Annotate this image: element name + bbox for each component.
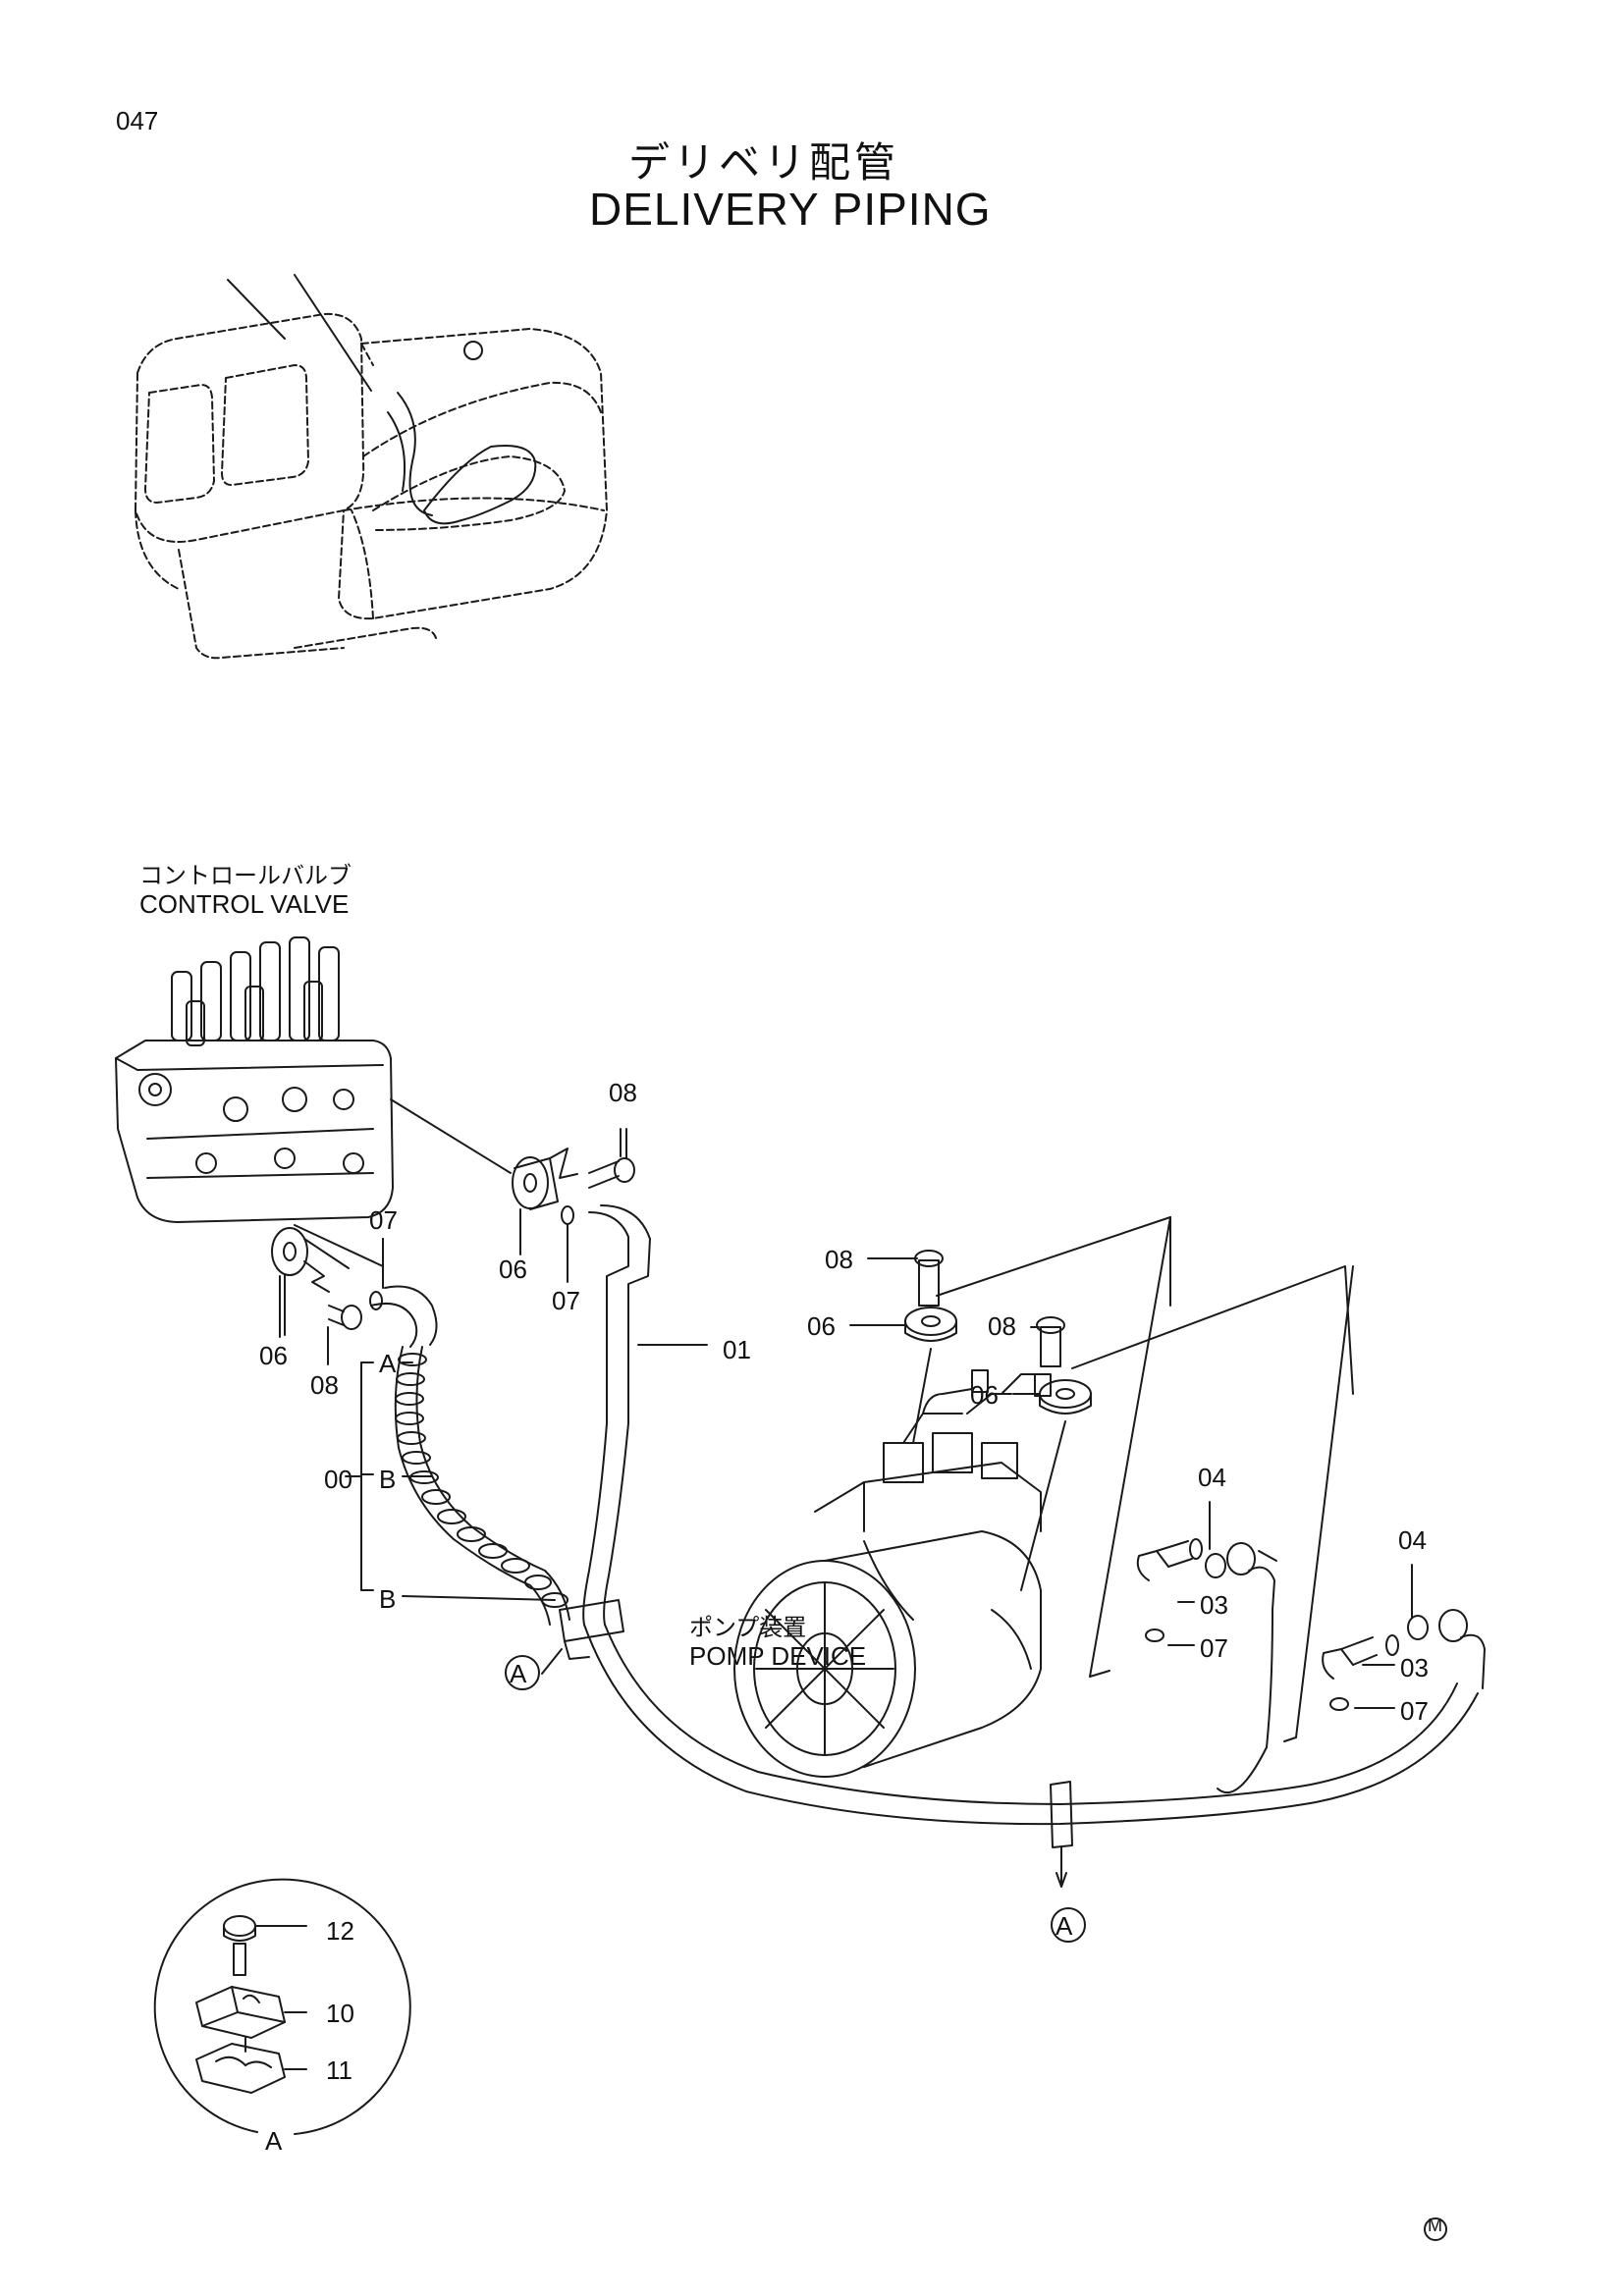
elbow-fitting-right-b [1322, 1564, 1486, 1711]
callout-08-top: 08 [609, 1078, 637, 1107]
callout-07-left: 07 [369, 1205, 398, 1235]
hose-bracket [345, 1362, 556, 1601]
valve-flange-upper [512, 1128, 635, 1225]
callout-06-pump-lower: 06 [970, 1380, 999, 1410]
callout-10: 10 [326, 1999, 354, 2028]
pipe-01 [582, 1204, 1479, 1826]
pump-flange-lower [1020, 1265, 1354, 1591]
hose-ribbing [395, 1353, 568, 1608]
callout-07-right-a: 07 [1200, 1633, 1228, 1663]
control-valve-label-en: CONTROL VALVE [139, 889, 350, 919]
callout-03-right-b: 03 [1400, 1653, 1429, 1682]
callout-12: 12 [326, 1916, 354, 1946]
reference-marker-a-left: A [510, 1659, 527, 1688]
callout-07-right-b: 07 [1400, 1696, 1429, 1726]
callout-08-pump-upper: 08 [825, 1245, 853, 1274]
callout-11: 11 [326, 2056, 352, 2085]
pump-device-drawing [733, 1369, 1052, 1778]
page-number: 047 [116, 106, 159, 135]
callout-04-right-b: 04 [1398, 1525, 1427, 1555]
pump-flange-upper [904, 1216, 1171, 1444]
clamp-lower-half [195, 2043, 307, 2094]
pipe-clamp-left [541, 1599, 624, 1675]
control-valve-spools [171, 936, 340, 1046]
detail-a-label: A [265, 2126, 283, 2156]
callout-01: 01 [723, 1335, 751, 1364]
control-valve-label-jp: コントロールバルブ [139, 863, 352, 889]
control-valve-drawing [115, 936, 512, 1267]
detail-view-a [153, 1878, 411, 2135]
pipe-clamp-right [1050, 1781, 1073, 1888]
callout-08-pump-lower: 08 [988, 1311, 1016, 1341]
title-english: DELIVERY PIPING [589, 184, 992, 235]
hose-callout-a: A [379, 1349, 397, 1378]
clamp-bolt [223, 1915, 307, 1976]
valve-flange-lower [271, 1227, 384, 1365]
hose-callout-b-upper: B [379, 1465, 397, 1494]
reference-marker-a-right: A [1056, 1911, 1073, 1941]
callout-06-pump-upper: 06 [807, 1311, 836, 1341]
manufacturer-mark: M [1428, 2216, 1442, 2235]
callout-00: 00 [324, 1465, 352, 1494]
hose-callout-b-lower: B [379, 1584, 397, 1614]
pump-device-label-jp: ポンプ装置 [689, 1615, 807, 1641]
callout-06-mid: 06 [499, 1255, 527, 1284]
title-japanese: デリベリ配管 [628, 139, 900, 186]
hose-00 [370, 1285, 570, 1626]
callout-08-left: 08 [310, 1370, 339, 1400]
pump-device-label-en: POMP DEVICE [689, 1641, 867, 1671]
callout-03-right-a: 03 [1200, 1590, 1228, 1620]
excavator-boom-lines [227, 274, 537, 525]
callout-07-mid: 07 [552, 1286, 580, 1315]
clamp-upper-half [195, 1986, 307, 2039]
callout-04-right-a: 04 [1198, 1463, 1226, 1492]
excavator-overview-drawing [135, 312, 608, 660]
callout-06-left: 06 [259, 1341, 288, 1370]
